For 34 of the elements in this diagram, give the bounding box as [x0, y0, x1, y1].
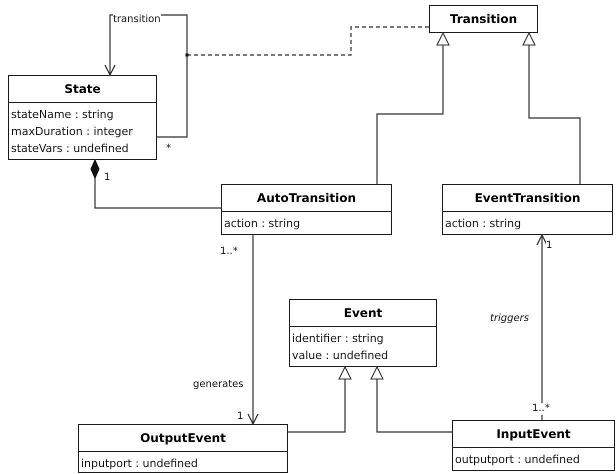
- attribute-text: stateVars : undefined: [11, 141, 130, 157]
- dashed-connector: [186, 26, 429, 56]
- attribute-text: action : string: [224, 216, 302, 232]
- edge-label: generates: [193, 379, 244, 391]
- class-name: InputEvent: [453, 421, 614, 448]
- class-box: [221, 184, 392, 235]
- attribute-text: inputport : undefined: [81, 456, 199, 472]
- edge-label: triggers: [490, 313, 529, 325]
- connector: [288, 366, 352, 433]
- connector: [370, 366, 452, 433]
- attribute-text: identifier : string: [292, 331, 385, 347]
- attribute-text: value : undefined: [292, 348, 390, 364]
- class-name: Transition: [448, 11, 518, 28]
- class-box: [78, 424, 288, 473]
- class-box: [289, 299, 437, 367]
- attribute-text: outputport : undefined: [455, 452, 581, 468]
- multiplicity-label: 1..*: [532, 403, 550, 415]
- connector: [376, 32, 450, 184]
- attribute-text: action : string: [445, 216, 522, 232]
- class-name: AutoTransition: [222, 185, 391, 212]
- class-box: [429, 5, 538, 33]
- attribute-text: stateName : string: [11, 107, 115, 123]
- class-name: Event: [290, 300, 436, 327]
- class-name: OutputEvent: [79, 425, 287, 452]
- connector: [90, 160, 221, 209]
- attribute-text: maxDuration : integer: [11, 124, 134, 140]
- class-box: [442, 184, 613, 235]
- class-name: EventTransition: [443, 185, 612, 212]
- connector: [247, 235, 259, 425]
- connector: [536, 234, 548, 420]
- class-box: [8, 75, 157, 160]
- class-name: State: [9, 76, 156, 103]
- connector: [522, 32, 581, 184]
- class-box: [452, 420, 615, 471]
